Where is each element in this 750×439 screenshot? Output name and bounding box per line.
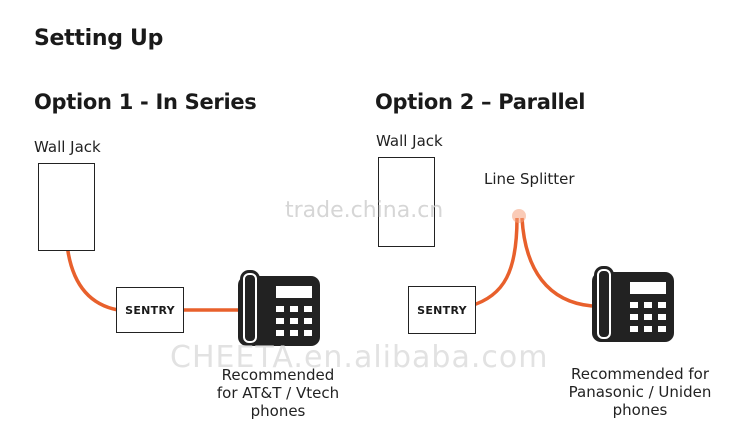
wire-splitter-to-sentry <box>469 217 519 308</box>
option2-wall-jack-label: Wall Jack <box>376 132 443 150</box>
option1-rec-line2: for AT&T / Vtech <box>216 384 340 402</box>
option2-heading: Option 2 – Parallel <box>375 90 586 114</box>
line-splitter-label: Line Splitter <box>484 170 575 188</box>
option2-rec-line2: Panasonic / Uniden <box>568 383 712 401</box>
option1-wall-jack-label: Wall Jack <box>34 138 101 156</box>
option2-rec-line3: phones <box>612 401 668 419</box>
option1-heading: Option 1 - In Series <box>34 90 257 114</box>
option2-rec-line1: Recommended for <box>570 365 710 383</box>
option1-sentry-box: SENTRY <box>116 287 184 333</box>
page-title: Setting Up <box>34 26 164 51</box>
option2-sentry-box: SENTRY <box>408 286 476 334</box>
option2-wall-jack <box>378 157 435 247</box>
splitter-glow <box>512 209 526 223</box>
option1-wall-jack <box>38 163 95 251</box>
phone-icon <box>236 270 322 352</box>
wire-splitter-to-phone <box>520 217 593 308</box>
option1-recommendation: Recommended for AT&T / Vtech phones <box>210 366 346 420</box>
phone-icon <box>590 266 676 348</box>
option1-rec-line1: Recommended <box>221 366 335 384</box>
option2-recommendation: Recommended for Panasonic / Uniden phone… <box>560 365 720 419</box>
option1-rec-line3: phones <box>250 402 306 420</box>
